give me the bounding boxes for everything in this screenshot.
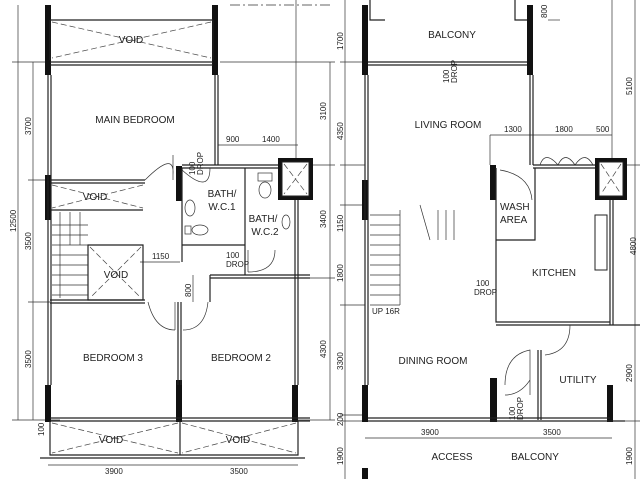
dim-1900-left: 1900 [336,447,345,465]
drop-label-number: 100 [508,406,517,420]
dim-bottom-left: 3900 [421,428,439,437]
dim-3300: 3300 [336,352,345,370]
dim-bottom-right: 3500 [543,428,561,437]
walls [362,0,640,479]
drop-label-number: 100 [476,279,490,288]
dim-3400: 3400 [319,210,328,228]
doors [144,155,276,331]
sanitary-fixtures [184,172,291,236]
wash-area-label-line1: WASH [500,202,530,213]
dim-stair-zone: 3500 [24,232,33,250]
dim-2900: 2900 [625,364,634,382]
drop-label-text: DROP [474,288,497,297]
dim-800: 800 [540,4,549,18]
bedroom3-label: BEDROOM 3 [83,353,143,364]
drop-label-text: DROP [450,60,459,83]
access-balcony-label: BALCONY [511,452,559,463]
dim-200: 200 [336,412,345,426]
dim-1900-right: 1900 [625,447,634,465]
stair [52,212,88,298]
void-bottom-left-label: VOID [99,435,123,446]
stair-up-label: UP 16R [372,307,400,316]
drop-label-text: DROP [516,397,525,420]
dim-bottom-right: 3500 [230,467,248,476]
lower-floor-plan: BALCONY LIVING ROOM WASH AREA KITCHEN DI… [336,0,640,479]
dim-1800: 1800 [336,264,345,282]
upper-floor-plan: VOID MAIN BEDROOM VOID VOID BATH/ W.C.1 … [9,0,335,476]
dashed-shaft-cross [600,163,622,195]
drop-label-text: DROP [196,152,205,175]
drop-label-number: 100 [442,69,451,83]
dim-4350: 4350 [336,122,345,140]
dim-1300: 1300 [504,125,522,134]
dim-1400: 1400 [262,135,280,144]
bath-wc1-label-line1: BATH/ [208,189,237,200]
utility-label: UTILITY [559,375,597,386]
kitchen-label: KITCHEN [532,268,576,279]
dim-500: 500 [596,125,610,134]
void-crosses [51,21,308,454]
dim-total-height: 12500 [9,209,18,232]
dimension-lines [340,0,640,479]
bedroom2-label: BEDROOM 2 [211,353,271,364]
drop-label-number: 100 [188,161,197,175]
balcony-label: BALCONY [428,30,476,41]
dining-room-label: DINING ROOM [399,356,468,367]
dim-4800: 4800 [629,237,638,255]
dim-main-bedroom: 3700 [24,117,33,135]
stair [370,204,455,306]
dim-5100: 5100 [625,77,634,95]
dim-1800-top: 1800 [555,125,573,134]
dim-3100: 3100 [319,102,328,120]
drop-label-text: DROP [226,260,249,269]
drop-label-number: 100 [226,251,240,260]
dim-1700: 1700 [336,32,345,50]
dim-1150: 1150 [336,214,345,232]
main-bedroom-label: MAIN BEDROOM [95,115,174,126]
doors [499,157,594,396]
dim-bedroom3: 3500 [24,350,33,368]
dim-900: 900 [226,135,240,144]
dim-bottom-left: 3900 [105,467,123,476]
walls [40,5,313,459]
dim-100: 100 [37,422,46,436]
bath-wc2-label-line2: W.C.2 [251,227,279,238]
access-label: ACCESS [431,452,472,463]
bath-wc2-label-line1: BATH/ [249,214,278,225]
dim-1150: 1150 [152,252,170,261]
void-bottom-right-label: VOID [226,435,250,446]
bath-wc1-label-line2: W.C.1 [208,202,236,213]
void-top-label: VOID [119,35,143,46]
void-stair-label: VOID [104,270,128,281]
dim-4300: 4300 [319,340,328,358]
living-room-label: LIVING ROOM [415,120,482,131]
void-small-label: VOID [83,192,107,203]
dimension-lines [12,0,335,466]
wash-area-label-line2: AREA [500,215,528,226]
dim-800: 800 [184,283,193,297]
